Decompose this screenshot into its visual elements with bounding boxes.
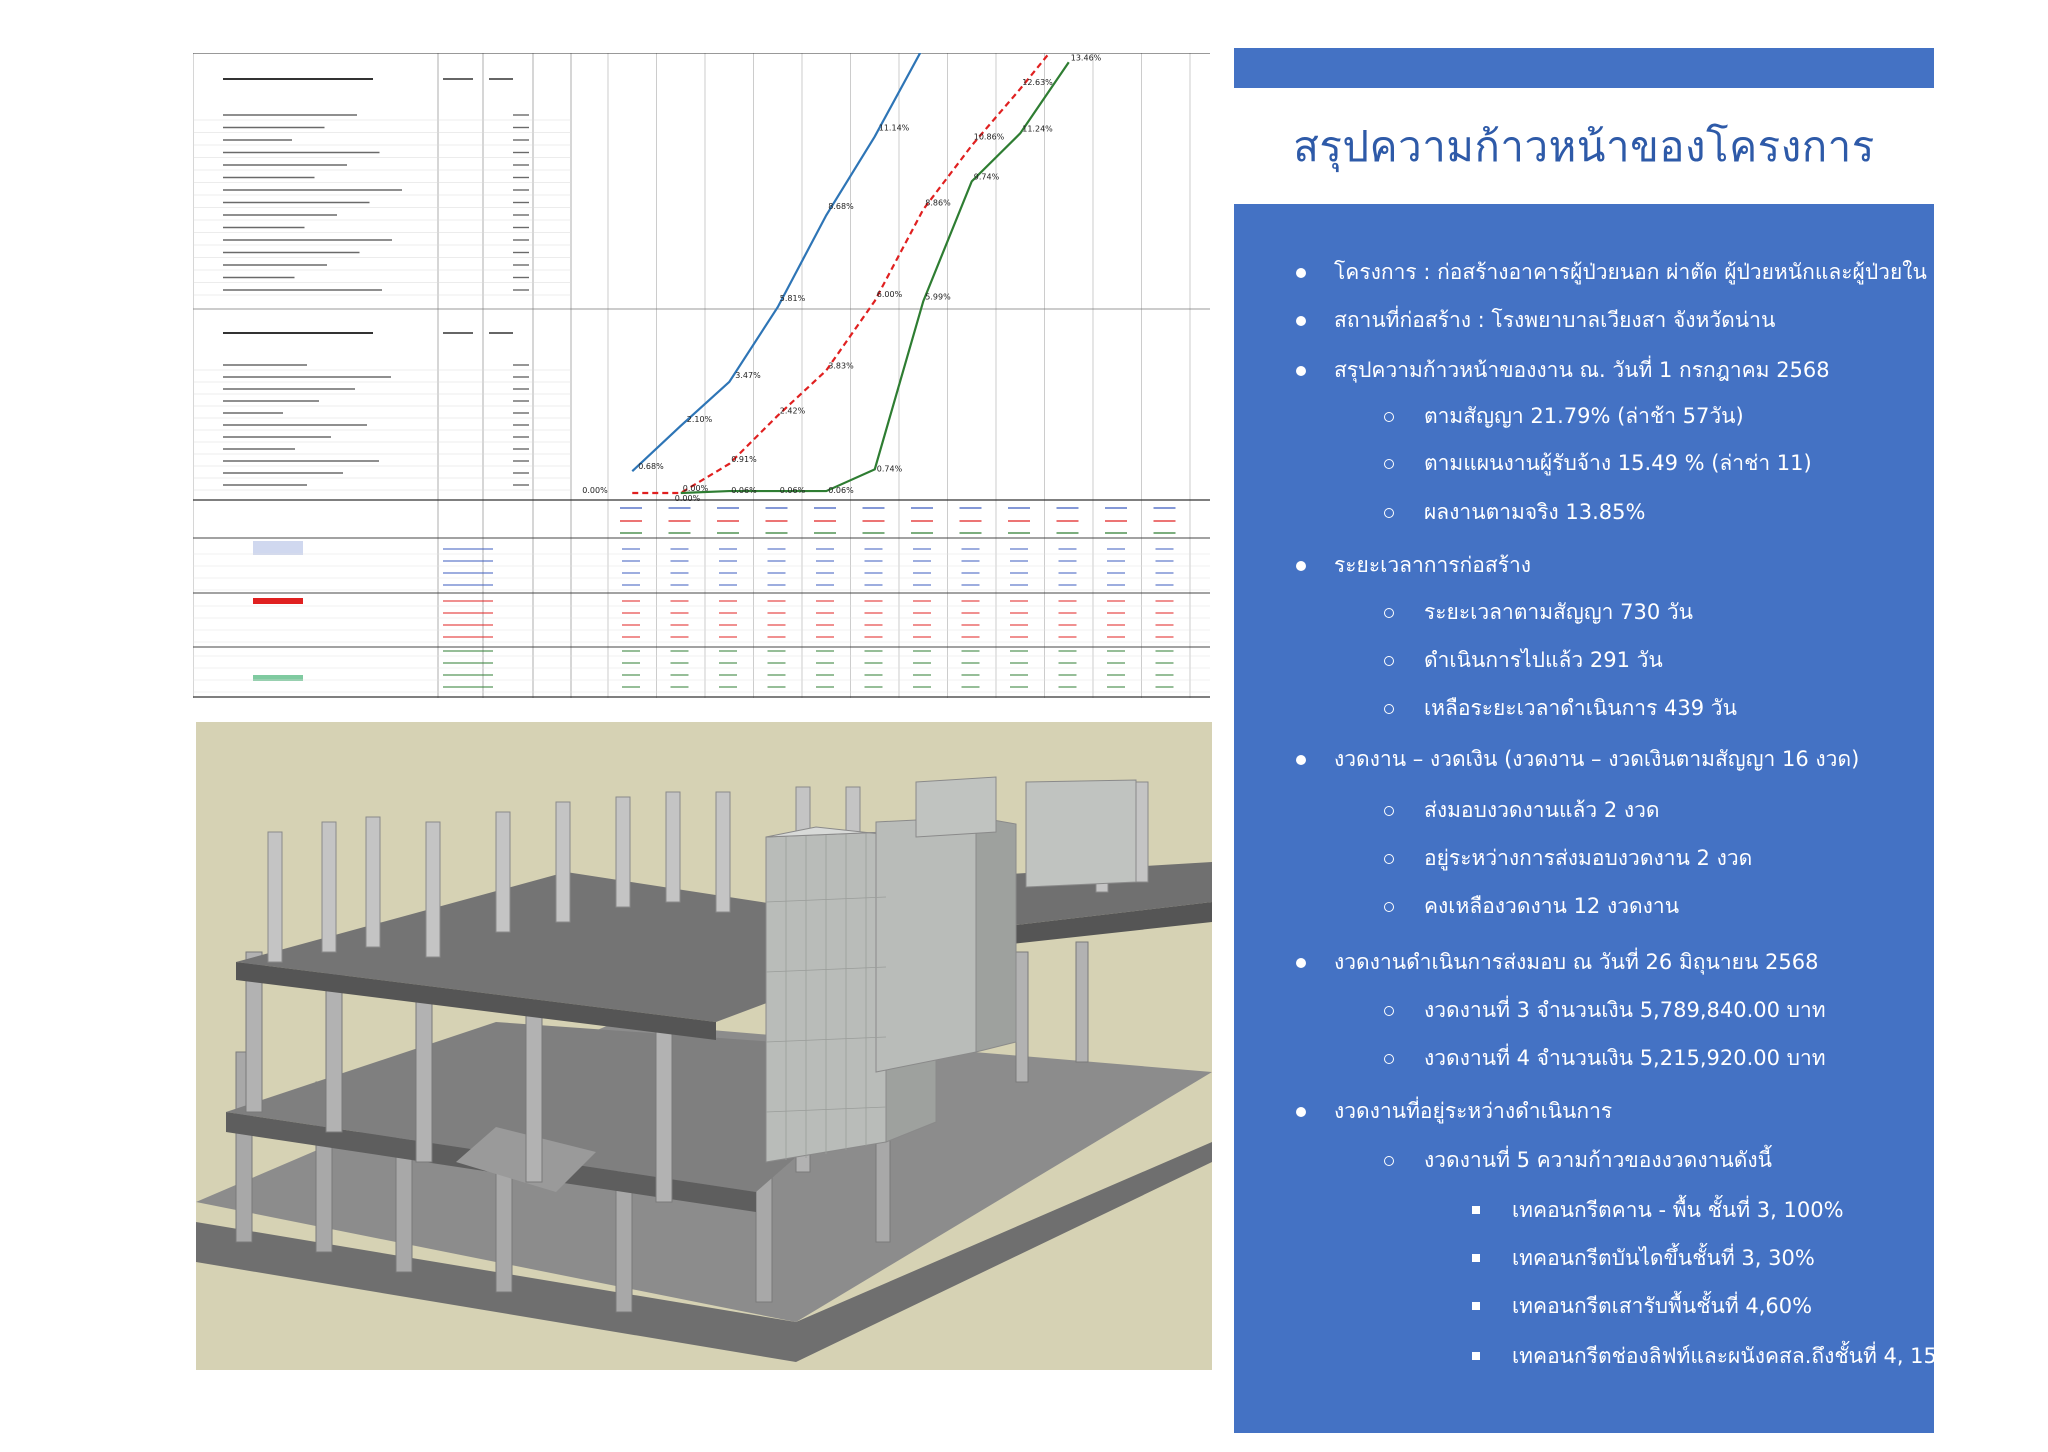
data-label: 0.00% <box>683 484 709 493</box>
summary-item: เทคอนกรีตช่องลิฟท์และผนังคสล.ถึงชั้นที่ … <box>1512 1344 1957 1368</box>
building-render <box>196 776 1212 1362</box>
bullet-icon <box>1296 366 1306 376</box>
circle-bullet-icon <box>1384 854 1394 864</box>
page-title: สรุปความก้าวหน้าของโครงการ <box>1293 122 1875 171</box>
structure-3d-model <box>196 722 1212 1370</box>
square-bullet-icon <box>1472 1206 1480 1214</box>
square-bullet-icon <box>1472 1302 1480 1310</box>
circle-bullet-icon <box>1384 1156 1394 1166</box>
circle-bullet-icon <box>1384 806 1394 816</box>
summary-item: ระยะเวลาการก่อสร้าง <box>1334 553 1532 577</box>
circle-bullet-icon <box>1384 508 1394 518</box>
data-label: 5.81% <box>780 294 806 303</box>
data-label: 0.74% <box>877 464 903 473</box>
summary-item: งวดงานที่อยู่ระหว่างดำเนินการ <box>1334 1099 1613 1123</box>
data-label: 0.91% <box>731 455 757 464</box>
data-label: 8.68% <box>828 202 854 211</box>
title-area: สรุปความก้าวหน้าของโครงการ <box>1234 88 1934 204</box>
summary-item: งวดงาน – งวดเงิน (งวดงาน – งวดเงินตามสัญ… <box>1334 747 1860 771</box>
square-bullet-icon <box>1472 1254 1480 1262</box>
summary-item: สถานที่ก่อสร้าง : โรงพยาบาลเวียงสา จังหว… <box>1334 308 1776 332</box>
data-label: 3.47% <box>735 371 761 380</box>
summary-item: ตามแผนงานผู้รับจ้าง 15.49 % (ล่าช่า 11) <box>1424 451 1812 475</box>
series-line-3 <box>680 61 1070 495</box>
summary-item: โครงการ : ก่อสร้างอาคารผู้ป่วยนอก ผ่าตัด… <box>1334 260 1927 284</box>
summary-item: เหลือระยะเวลาดำเนินการ 439 วัน <box>1424 696 1737 720</box>
summary-item: เทคอนกรีตเสารับพื้นชั้นที่ 4,60% <box>1512 1294 1813 1318</box>
data-label: 9.74% <box>974 172 1000 181</box>
data-label: 11.14% <box>879 124 910 133</box>
data-label: 0.06% <box>780 486 806 495</box>
summary-item: ดำเนินการไปแล้ว 291 วัน <box>1424 648 1663 672</box>
floor-2-slab <box>226 1022 916 1192</box>
series-line-1 <box>631 53 922 473</box>
bullet-icon <box>1296 316 1306 326</box>
circle-bullet-icon <box>1384 608 1394 618</box>
bullet-icon <box>1296 958 1306 968</box>
chart-data-labels: 0.68%2.10%3.47%5.81%8.68%11.14%13.93%0.0… <box>582 53 1101 503</box>
data-label: 5.99% <box>925 292 951 301</box>
summary-item: งวดงานดำเนินการส่งมอบ ณ วันที่ 26 มิถุนา… <box>1334 950 1819 974</box>
data-label: 0.06% <box>731 486 757 495</box>
data-label: 8.86% <box>925 198 951 207</box>
data-label: 0.68% <box>638 462 664 471</box>
data-label: 2.42% <box>780 407 806 416</box>
bullet-icon <box>1296 1107 1306 1117</box>
summary-item: เทคอนกรีตคาน - พื้น ชั้นที่ 3, 100% <box>1512 1198 1844 1222</box>
core-panel-lines <box>765 833 887 1160</box>
chart-series <box>631 53 1070 495</box>
data-label: 0.00% <box>582 486 608 495</box>
progress-chart-panel: 0.68%2.10%3.47%5.81%8.68%11.14%13.93%0.0… <box>193 53 1210 698</box>
title-accent-bar <box>1234 48 1934 88</box>
ground-slab-edge <box>196 1142 1212 1362</box>
circle-bullet-icon <box>1384 1006 1394 1016</box>
spreadsheet-rows <box>193 78 571 491</box>
data-label: 13.46% <box>1071 53 1102 62</box>
data-label: 6.00% <box>877 290 903 299</box>
summary-item: เทคอนกรีตบันไดขึ้นชั้นที่ 3, 30% <box>1512 1246 1815 1270</box>
floor-3-slab-edge <box>236 962 716 1040</box>
summary-item: คงเหลืองวดงาน 12 งวดงาน <box>1424 894 1680 918</box>
summary-item: งวดงานที่ 5 ความก้าวของงวดงานดังนี้ <box>1424 1148 1772 1172</box>
summary-panel: โครงการ : ก่อสร้างอาคารผู้ป่วยนอก ผ่าตัด… <box>1234 204 1957 1433</box>
bullet-icon <box>1296 268 1306 278</box>
progress-chart: 0.68%2.10%3.47%5.81%8.68%11.14%13.93%0.0… <box>193 53 1210 698</box>
circle-bullet-icon <box>1384 902 1394 912</box>
floor-3-wing-edge <box>956 902 1212 950</box>
bullet-icon <box>1296 561 1306 571</box>
summary-item: ผลงานตามจริง 13.85% <box>1424 500 1646 524</box>
data-label: 0.06% <box>828 486 854 495</box>
data-label: 0.00% <box>675 494 701 503</box>
data-label: 3.83% <box>828 361 854 370</box>
summary-item: สรุปความก้าวหน้าของงาน ณ. วันที่ 1 กรกฎา… <box>1334 358 1830 382</box>
summary-table <box>193 507 1210 693</box>
data-label: 10.86% <box>974 132 1005 141</box>
circle-bullet-icon <box>1384 459 1394 469</box>
square-bullet-icon <box>1472 1352 1480 1360</box>
data-label: 11.24% <box>1022 124 1053 133</box>
data-label: 2.10% <box>687 415 713 424</box>
circle-bullet-icon <box>1384 704 1394 714</box>
summary-item: ระยะเวลาตามสัญญา 730 วัน <box>1424 600 1694 624</box>
series-line-2 <box>632 53 1051 495</box>
bullet-icon <box>1296 755 1306 765</box>
circle-bullet-icon <box>1384 412 1394 422</box>
circle-bullet-icon <box>1384 1054 1394 1064</box>
spreadsheet-grid <box>193 53 1210 698</box>
summary-item: ส่งมอบงวดงานแล้ว 2 งวด <box>1424 798 1660 822</box>
summary-item: งวดงานที่ 4 จำนวนเงิน 5,215,920.00 บาท <box>1424 1046 1826 1070</box>
summary-item: ตามสัญญา 21.79% (ล่าช้า 57วัน) <box>1424 404 1744 428</box>
data-label: 12.63% <box>1022 78 1053 87</box>
circle-bullet-icon <box>1384 656 1394 666</box>
summary-item: งวดงานที่ 3 จำนวนเงิน 5,789,840.00 บาท <box>1424 998 1826 1022</box>
summary-item: อยู่ระหว่างการส่งมอบงวดงาน 2 งวด <box>1424 846 1753 870</box>
